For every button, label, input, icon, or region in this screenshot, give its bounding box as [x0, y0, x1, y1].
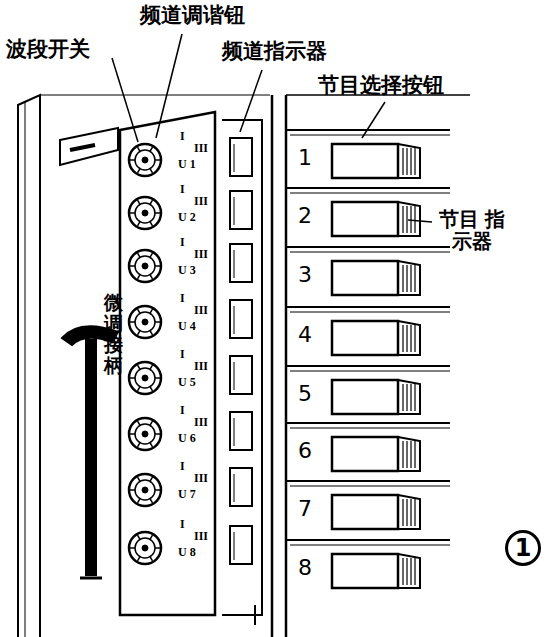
band-marking: I: [180, 292, 185, 305]
band-marking: I: [180, 404, 185, 417]
band-marking: III: [194, 416, 208, 429]
program-number: 5: [298, 382, 312, 406]
part-label: 频道指示器: [222, 40, 327, 63]
band-marking: U 5: [178, 376, 196, 389]
part-label: 节目 指示器: [436, 208, 508, 252]
band-marking: I: [180, 348, 185, 361]
band-marking: U 4: [178, 320, 196, 333]
band-marking: I: [180, 130, 185, 143]
band-marking: U 1: [178, 158, 196, 171]
part-label: 节目选择按钮: [318, 74, 444, 97]
band-marking: III: [194, 195, 208, 208]
band-marking: III: [194, 248, 208, 261]
part-label: 微调接柄: [104, 292, 123, 376]
program-number: 3: [298, 263, 312, 287]
band-marking: III: [194, 304, 208, 317]
band-marking: I: [180, 236, 185, 249]
part-label: 波段开关: [6, 38, 90, 61]
program-number: 1: [298, 146, 312, 170]
part-label: 频道调谐钮: [140, 4, 245, 27]
band-marking: I: [180, 460, 185, 473]
program-number: 8: [298, 556, 312, 580]
program-number: 6: [298, 439, 312, 463]
program-number: 2: [298, 204, 312, 228]
band-marking: U 7: [178, 488, 196, 501]
band-marking: III: [194, 530, 208, 543]
band-marking: III: [194, 360, 208, 373]
band-marking: I: [180, 183, 185, 196]
band-marking: U 8: [178, 546, 196, 559]
band-marking: III: [194, 472, 208, 485]
band-marking: U 3: [178, 264, 196, 277]
band-marking: U 6: [178, 432, 196, 445]
program-number: 7: [298, 497, 312, 521]
band-marking: U 2: [178, 211, 196, 224]
figure-number: 1: [505, 530, 541, 566]
band-marking: III: [194, 142, 208, 155]
program-number: 4: [298, 323, 312, 347]
band-marking: I: [180, 518, 185, 531]
